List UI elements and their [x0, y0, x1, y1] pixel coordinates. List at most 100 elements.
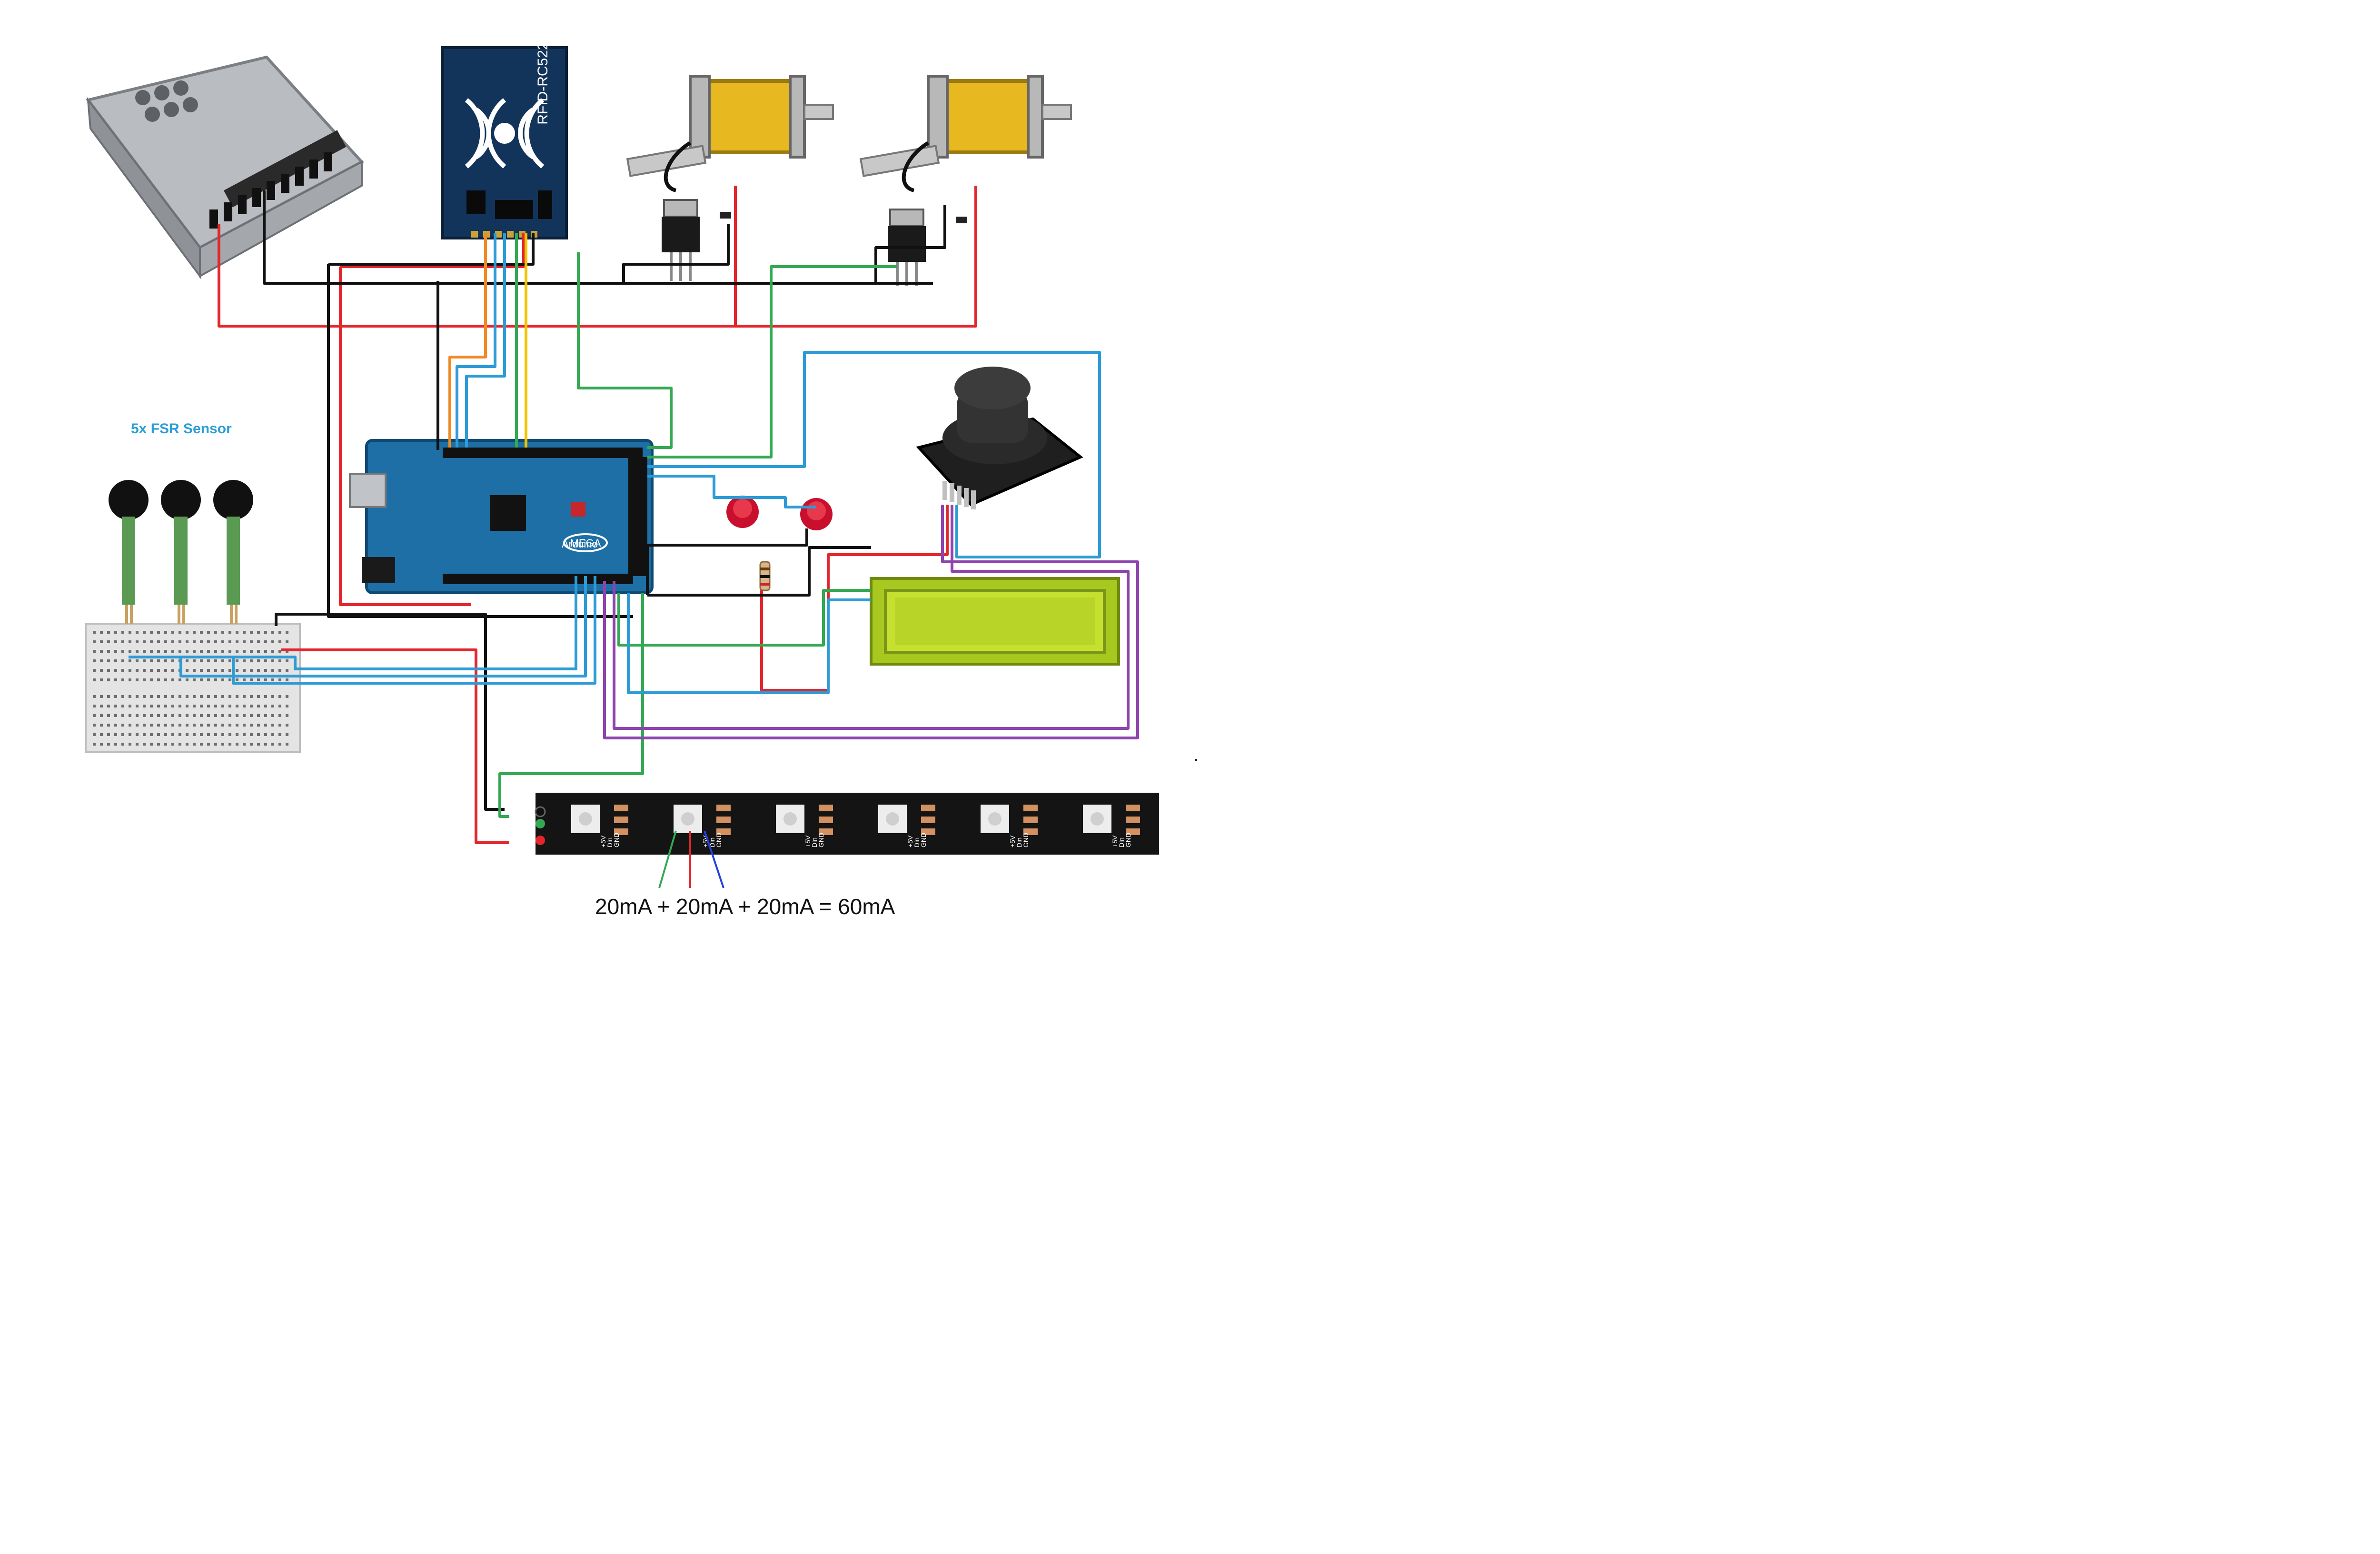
led-pixel-core	[1091, 812, 1104, 826]
breadboard-hole	[157, 724, 160, 727]
breadboard-hole	[143, 640, 146, 643]
breadboard-hole	[171, 631, 174, 634]
arduino-mega: Arduino MEGA	[349, 439, 654, 594]
breadboard-hole	[107, 650, 110, 653]
breadboard-hole	[164, 705, 167, 707]
breadboard-hole	[121, 678, 124, 681]
breadboard-hole	[186, 695, 188, 698]
fsr-3	[213, 480, 253, 624]
breadboard-hole	[100, 678, 103, 681]
led-solder-pad	[1126, 805, 1140, 811]
breadboard-hole	[136, 678, 139, 681]
breadboard-hole	[171, 714, 174, 717]
led-pixel-core	[579, 812, 592, 826]
breadboard-hole	[286, 678, 288, 681]
led-solder-pad	[819, 817, 833, 823]
led-pin-label: Din	[1015, 837, 1023, 847]
breadboard-hole	[157, 705, 160, 707]
breadboard-hole	[278, 631, 281, 634]
wire-red-ard	[339, 267, 471, 606]
breadboard-hole	[150, 695, 153, 698]
breadboard-hole	[264, 733, 267, 736]
led-solder-pad	[614, 817, 628, 823]
breadboard-hole	[178, 640, 181, 643]
wire-green-led	[498, 593, 644, 818]
resistor	[759, 561, 771, 591]
breadboard-hole	[264, 705, 267, 707]
breadboard-hole	[186, 733, 188, 736]
breadboard-hole	[214, 631, 217, 634]
fsr-2	[161, 480, 201, 624]
breadboard-hole	[193, 669, 196, 672]
breadboard-hole	[121, 669, 124, 672]
breadboard-hole	[129, 714, 131, 717]
breadboard-hole	[107, 678, 110, 681]
breadboard-hole	[214, 733, 217, 736]
breadboard-hole	[121, 724, 124, 727]
breadboard-hole	[214, 714, 217, 717]
breadboard-hole	[164, 695, 167, 698]
breadboard-hole	[193, 724, 196, 727]
wire-orange-rfid	[448, 233, 487, 448]
breadboard-hole	[121, 733, 124, 736]
current-equation: 20mA + 20mA + 20mA = 60mA	[595, 894, 895, 919]
fsr-title: 5x FSR Sensor	[131, 421, 232, 437]
breadboard-hole	[178, 678, 181, 681]
breadboard-hole	[264, 695, 267, 698]
breadboard-hole	[221, 659, 224, 662]
breadboard-hole	[107, 705, 110, 707]
breadboard-hole	[107, 724, 110, 727]
breadboard-hole	[271, 733, 274, 736]
led-pin-label: +5V	[906, 835, 914, 847]
breadboard-hole	[93, 669, 96, 672]
led-pin-label: +5V	[599, 835, 607, 847]
joystick-module	[916, 367, 1083, 509]
breadboard-hole	[214, 650, 217, 653]
breadboard-hole	[207, 659, 210, 662]
breadboard-hole	[228, 669, 231, 672]
breadboard-hole	[250, 714, 253, 717]
breadboard-hole	[164, 659, 167, 662]
breadboard-hole	[107, 714, 110, 717]
wire-black-ard	[327, 264, 633, 618]
breadboard-hole	[228, 640, 231, 643]
breadboard-hole	[150, 743, 153, 746]
breadboard-hole	[207, 631, 210, 634]
breadboard-hole	[114, 743, 117, 746]
breadboard-hole	[236, 669, 238, 672]
breadboard-hole	[207, 678, 210, 681]
wire-black-gnd	[263, 190, 933, 285]
breadboard-hole	[278, 640, 281, 643]
breadboard-hole	[257, 678, 260, 681]
breadboard-hole	[121, 631, 124, 634]
breadboard-hole	[114, 650, 117, 653]
breadboard-hole	[221, 705, 224, 707]
breadboard-hole	[278, 695, 281, 698]
breadboard-hole	[271, 714, 274, 717]
breadboard-hole	[214, 695, 217, 698]
led-pin-label: GND	[920, 833, 927, 847]
breadboard-hole	[178, 733, 181, 736]
breadboard-hole	[107, 695, 110, 698]
breadboard-hole	[93, 650, 96, 653]
breadboard-hole	[171, 695, 174, 698]
breadboard-hole	[164, 669, 167, 672]
breadboard-hole	[129, 724, 131, 727]
led-pin-label: Din	[1118, 837, 1125, 847]
breadboard-hole	[150, 659, 153, 662]
breadboard-hole	[207, 640, 210, 643]
breadboard-hole	[114, 695, 117, 698]
breadboard-hole	[207, 743, 210, 746]
wire-blue-lcd	[627, 593, 871, 694]
breadboard-hole	[228, 695, 231, 698]
breadboard-hole	[164, 650, 167, 653]
breadboard-hole	[114, 733, 117, 736]
breadboard-hole	[107, 659, 110, 662]
wire-blue-fsr3	[232, 576, 596, 685]
breadboard-hole	[200, 678, 203, 681]
push-button-1	[726, 496, 759, 528]
breadboard-hole	[221, 714, 224, 717]
breadboard-hole	[250, 724, 253, 727]
breadboard-hole	[286, 631, 288, 634]
breadboard-hole	[257, 705, 260, 707]
